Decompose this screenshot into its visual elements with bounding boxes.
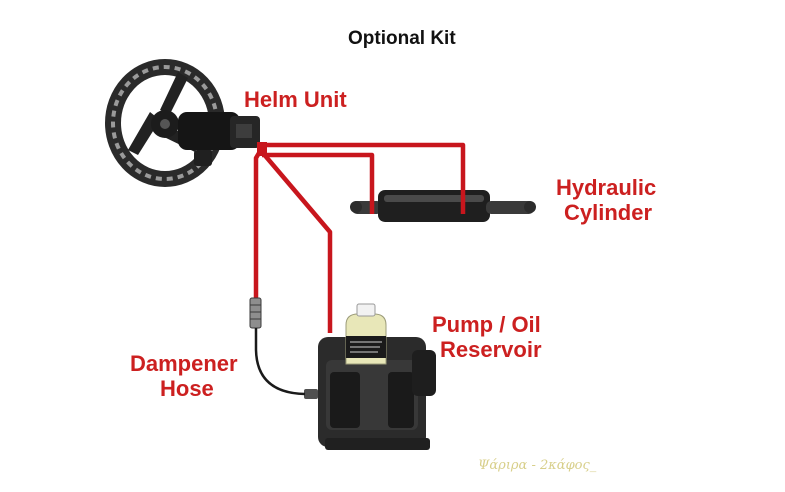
hydraulic-lines [253,142,466,333]
pump-return-line [253,146,264,298]
pump-reservoir-label-line-2: Reservoir [440,336,542,362]
dampener-hose [249,297,306,396]
oil-bottle-icon [345,303,387,365]
pump-reservoir-label-line-1: Pump / Oil [432,312,541,337]
dampener-hose-label: Dampener Hose [130,351,238,401]
dampener-hose-label-line-2: Hose [160,375,214,401]
dampener-hose-label-line-1: Dampener [130,351,238,376]
hydraulic-cylinder-label-line-2: Cylinder [564,199,653,225]
diagram-title: Optional Kit [348,28,456,49]
hydraulic-cylinder-label-line-1: Hydraulic [556,175,657,200]
helm-pump-icon [178,112,267,166]
pump-supply-line [260,150,333,333]
watermark-text: Ψάριρα - 2κάφος_ [478,458,597,473]
pump-reservoir-icon [304,337,436,450]
helm-unit-label: Helm Unit [244,87,347,112]
cylinder-line-right [262,142,466,214]
hydraulic-cylinder-icon [350,190,536,222]
pump-reservoir-label: Pump / Oil Reservoir [432,312,542,362]
hydraulic-cylinder-label: Hydraulic Cylinder [556,175,657,225]
cylinder-line-left [262,152,375,214]
